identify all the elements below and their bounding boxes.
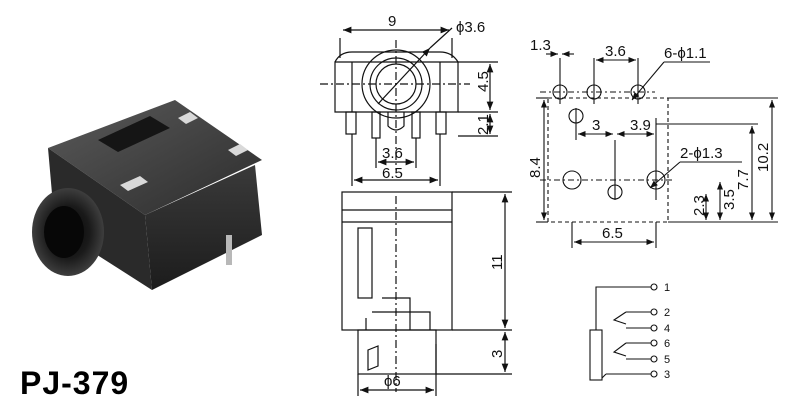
pin-label-4: 4 — [664, 323, 670, 335]
pin-label-2: 2 — [664, 307, 670, 319]
dim-pin-length: 2.1 — [475, 114, 492, 135]
dim-bore-dia: ϕ3.6 — [456, 19, 485, 36]
pin-label-1: 1 — [664, 282, 670, 294]
dim-pcb-7-7: 7.7 — [735, 169, 752, 190]
dim-pcb-10-2: 10.2 — [755, 143, 772, 172]
dim-top-width: 9 — [388, 13, 396, 30]
dim-pcb-3: 3 — [592, 117, 600, 134]
dim-pin-pitch: 3.6 — [382, 145, 403, 162]
pin-label-6: 6 — [664, 338, 670, 350]
dim-pcb-8-4: 8.4 — [527, 157, 544, 178]
pin-label-3: 3 — [664, 369, 670, 381]
schematic — [589, 283, 658, 381]
dim-pcb-1-3: 1.3 — [530, 37, 551, 54]
dim-pcb-6-5: 6.5 — [602, 225, 623, 242]
model-number: PJ-379 — [20, 365, 129, 401]
dim-pcb-3-5: 3.5 — [721, 189, 738, 210]
dim-body-length: 11 — [489, 254, 506, 270]
label-large-holes: 2-ϕ1.3 — [680, 145, 723, 162]
pcb-layout — [536, 50, 778, 248]
front-view — [341, 191, 512, 396]
dim-pcb-3-9: 3.9 — [630, 117, 651, 134]
top-view — [320, 26, 498, 186]
dim-nose-length: 3 — [489, 350, 506, 358]
dim-pcb-2-3: 2.3 — [691, 195, 708, 216]
pin-label-5: 5 — [664, 354, 670, 366]
product-photo — [32, 100, 262, 290]
dim-pcb-3-6: 3.6 — [605, 43, 626, 60]
dim-top-height: 4.5 — [475, 71, 492, 92]
label-small-holes: 6-ϕ1.1 — [664, 45, 707, 62]
dim-base-width: 6.5 — [382, 165, 403, 182]
dim-nose-dia: ϕ6 — [384, 373, 401, 390]
